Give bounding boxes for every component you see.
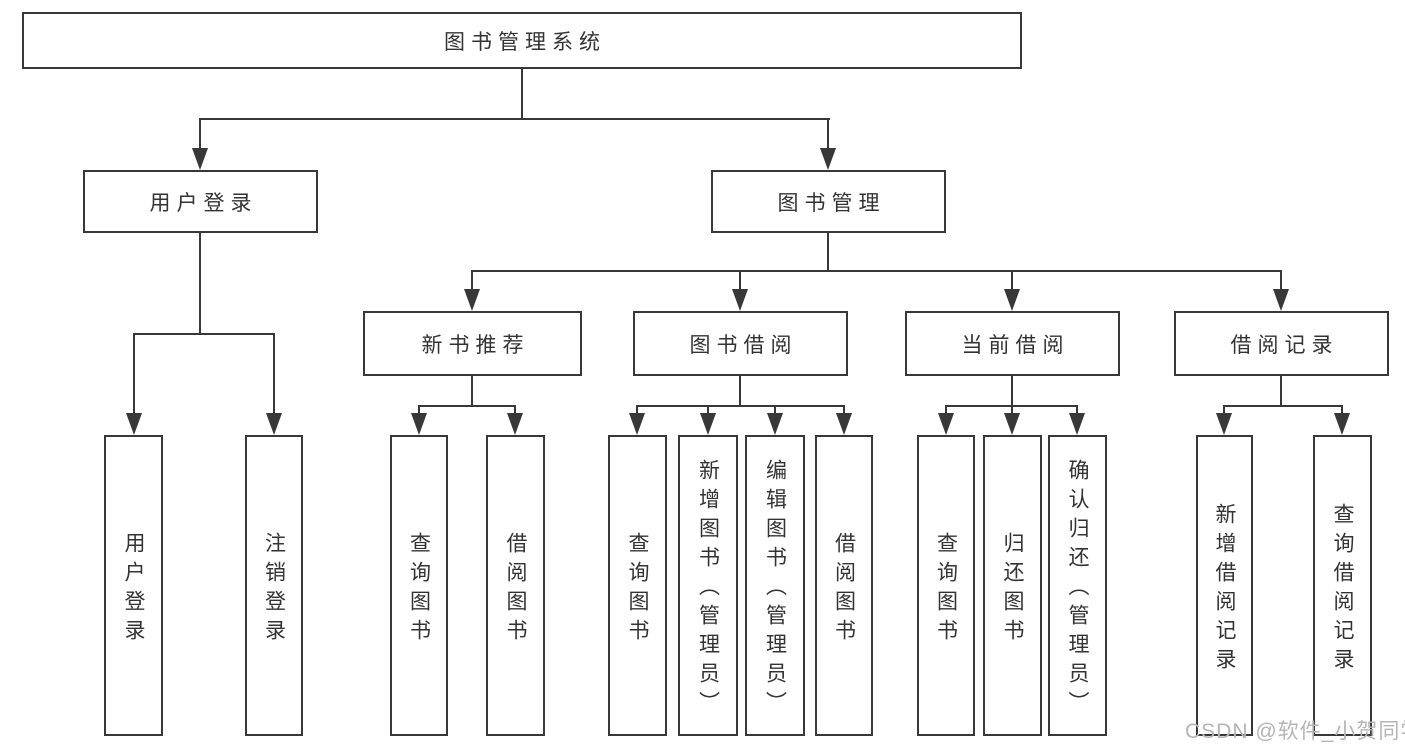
arrow-down-icon bbox=[767, 413, 783, 435]
arrow-down-icon bbox=[820, 148, 836, 170]
arrow-down-icon bbox=[700, 413, 716, 435]
node-label: 借阅图书 bbox=[504, 531, 527, 648]
node-label: 当前借阅 bbox=[961, 333, 1070, 357]
node-label: 查询图书 bbox=[626, 531, 649, 648]
connector-line bbox=[1011, 376, 1013, 407]
node-label: 图书借阅 bbox=[689, 333, 798, 357]
connector-line bbox=[471, 376, 473, 407]
leaf-query-books-borrow: 查询图书 bbox=[608, 435, 667, 736]
node-library-management-system: 图书管理系统 bbox=[22, 12, 1022, 69]
connector-line bbox=[133, 333, 135, 418]
node-label: 归还图书 bbox=[1001, 531, 1024, 648]
arrow-down-icon bbox=[1004, 289, 1020, 311]
connector-line bbox=[739, 270, 741, 292]
arrow-down-icon bbox=[732, 289, 748, 311]
node-user-login: 用户登录 bbox=[83, 170, 318, 233]
connector-line bbox=[827, 118, 829, 153]
node-book-borrow: 图书借阅 bbox=[633, 311, 848, 376]
watermark: CSDN @软件_小贺同学 bbox=[1185, 720, 1405, 743]
arrow-down-icon bbox=[836, 413, 852, 435]
node-label: 确认归还（管理员） bbox=[1066, 459, 1089, 720]
node-label: 注销登录 bbox=[262, 531, 286, 648]
leaf-logout: 注销登录 bbox=[245, 435, 303, 736]
node-label: 查询图书 bbox=[407, 531, 431, 648]
connector-line bbox=[471, 270, 473, 292]
arrow-down-icon bbox=[1069, 413, 1085, 435]
node-borrow-records: 借阅记录 bbox=[1174, 311, 1389, 376]
arrow-down-icon bbox=[1273, 289, 1289, 311]
connector-line bbox=[636, 405, 638, 418]
connector-line bbox=[1280, 376, 1282, 407]
arrow-down-icon bbox=[126, 413, 142, 435]
connector-line bbox=[471, 270, 1282, 272]
node-new-book-recommend: 新书推荐 bbox=[363, 311, 582, 376]
node-label: 借阅图书 bbox=[832, 531, 856, 648]
connector-line bbox=[1011, 270, 1013, 292]
node-label: 新增图书（管理员） bbox=[696, 459, 720, 720]
connector-line bbox=[273, 333, 275, 418]
arrow-down-icon bbox=[1004, 413, 1020, 435]
node-label: 新书推荐 bbox=[421, 333, 530, 357]
node-current-borrow: 当前借阅 bbox=[905, 311, 1120, 376]
arrow-down-icon bbox=[266, 413, 282, 435]
leaf-user-login: 用户登录 bbox=[104, 435, 163, 736]
connector-line bbox=[1223, 405, 1343, 407]
connector-line bbox=[521, 69, 523, 120]
node-label: 编辑图书（管理员） bbox=[763, 459, 787, 720]
connector-line bbox=[739, 376, 741, 407]
connector-line bbox=[945, 405, 947, 418]
arrow-down-icon bbox=[629, 413, 645, 435]
connector-line bbox=[133, 333, 275, 335]
leaf-query-borrow-record: 查询借阅记录 bbox=[1313, 435, 1372, 736]
node-label: 新增借阅记录 bbox=[1213, 502, 1236, 677]
leaf-add-borrow-record: 新增借阅记录 bbox=[1196, 435, 1253, 736]
node-label: 查询借阅记录 bbox=[1331, 502, 1354, 677]
connector-line bbox=[1011, 405, 1013, 418]
node-book-management: 图书管理 bbox=[711, 170, 946, 233]
node-label: 借阅记录 bbox=[1230, 333, 1339, 357]
arrow-down-icon bbox=[938, 413, 954, 435]
leaf-return-books: 归还图书 bbox=[983, 435, 1042, 736]
node-label: 查询图书 bbox=[934, 531, 958, 648]
arrow-down-icon bbox=[1334, 413, 1350, 435]
node-label: 图书管理 bbox=[777, 191, 886, 215]
connector-line bbox=[827, 233, 829, 272]
arrow-down-icon bbox=[192, 148, 208, 170]
connector-line bbox=[707, 405, 709, 418]
leaf-query-books-current: 查询图书 bbox=[917, 435, 975, 736]
connector-line bbox=[418, 405, 420, 418]
leaf-borrow-books-recommend: 借阅图书 bbox=[486, 435, 545, 736]
leaf-query-books-recommend: 查询图书 bbox=[390, 435, 448, 736]
connector-line bbox=[199, 233, 201, 335]
arrow-down-icon bbox=[464, 289, 480, 311]
connector-line bbox=[1076, 405, 1078, 418]
leaf-edit-books-admin: 编辑图书（管理员） bbox=[745, 435, 805, 736]
node-label: 图书管理系统 bbox=[444, 30, 606, 54]
connector-line bbox=[636, 405, 845, 407]
connector-line bbox=[1280, 270, 1282, 292]
node-label: 用户登录 bbox=[122, 531, 145, 648]
connector-line bbox=[774, 405, 776, 418]
connector-line bbox=[199, 118, 201, 153]
leaf-borrow-books: 借阅图书 bbox=[815, 435, 873, 736]
connector-line bbox=[514, 405, 516, 418]
connector-line bbox=[843, 405, 845, 418]
node-label: 用户登录 bbox=[149, 191, 258, 215]
connector-line bbox=[1341, 405, 1343, 418]
leaf-add-books-admin: 新增图书（管理员） bbox=[678, 435, 738, 736]
arrow-down-icon bbox=[507, 413, 523, 435]
arrow-down-icon bbox=[411, 413, 427, 435]
connector-line bbox=[199, 118, 830, 120]
connector-line bbox=[418, 405, 516, 407]
leaf-confirm-return-admin: 确认归还（管理员） bbox=[1048, 435, 1107, 736]
connector-line bbox=[1223, 405, 1225, 418]
arrow-down-icon bbox=[1216, 413, 1232, 435]
